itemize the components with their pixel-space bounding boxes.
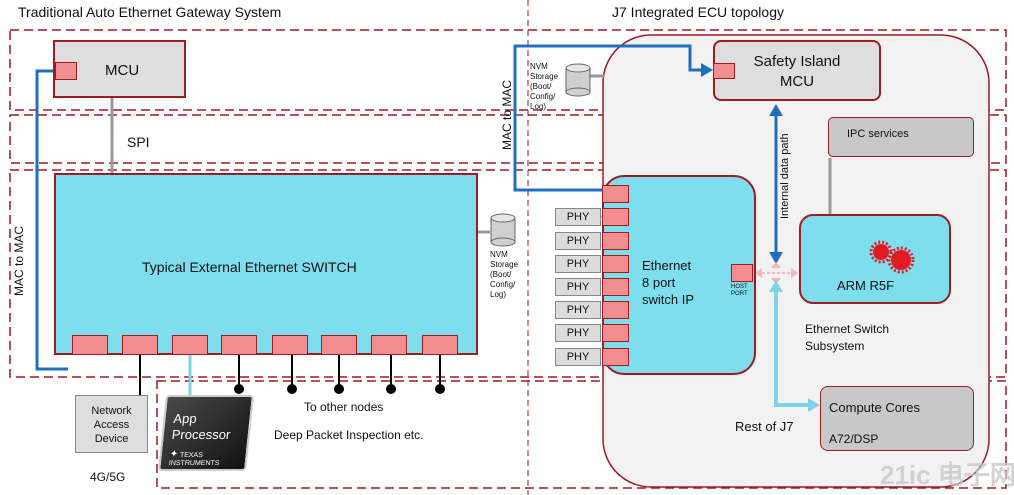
switch-port [272, 335, 308, 355]
core-gear-icon [869, 240, 915, 274]
phy-box: PHY [555, 232, 601, 250]
switch-port [72, 335, 108, 355]
switch-port [221, 335, 257, 355]
left-mcu-box: MCU [53, 40, 186, 98]
switch-port [321, 335, 357, 355]
switch-port [422, 335, 458, 355]
right-mac-path [513, 44, 707, 192]
internal-path-label: Internal data path [779, 133, 791, 219]
external-switch-box: Typical External Ethernet SWITCH [54, 173, 478, 355]
right-title: J7 Integrated ECU topology [612, 4, 784, 20]
switch-port [371, 335, 407, 355]
switch-port [122, 335, 158, 355]
dpi-label: Deep Packet Inspection etc. [274, 428, 424, 442]
ipc-band [9, 114, 1007, 164]
right-nvm-cylinder [565, 63, 591, 97]
left-mac-path [35, 69, 68, 371]
band-label: 4G/5G [90, 470, 126, 484]
compute-path [774, 288, 812, 407]
spi-label: SPI [127, 134, 150, 150]
host-port [731, 264, 753, 282]
switch-ip-port [602, 301, 629, 319]
ipc-services-box: IPC services [828, 117, 974, 157]
mcu-band [9, 29, 1007, 111]
phy-box: PHY [555, 348, 601, 366]
switch-ip-port [602, 185, 629, 203]
switch-ip-port [602, 255, 629, 273]
rest-of-j7-label: Rest of J7 [735, 419, 794, 434]
phy-box: PHY [555, 301, 601, 319]
right-mac-label: MAC to MAC [500, 79, 514, 150]
left-title: Traditional Auto Ethernet Gateway System [18, 4, 282, 20]
left-mcu-label: MCU [105, 62, 140, 79]
switch-ip-port [602, 324, 629, 342]
other-nodes-label: To other nodes [304, 400, 384, 414]
ti-logo: ✦ TEXAS INSTRUMENTS [168, 449, 220, 467]
switch-ip-port [602, 278, 629, 296]
switch-port [172, 335, 208, 355]
compute-band [156, 380, 1007, 489]
phy-box: PHY [555, 278, 601, 296]
left-mcu-port [55, 62, 77, 80]
left-nvm-cylinder [490, 213, 516, 247]
compute-cores-box: Compute Cores A72/DSP [820, 386, 974, 451]
phy-box: PHY [555, 255, 601, 273]
left-mac-label: MAC to MAC [12, 225, 26, 296]
switch-band [9, 169, 1007, 378]
watermark: 21ic 电子网 [880, 460, 1014, 490]
arm-r5f-box: ARM R5F [799, 214, 951, 304]
phy-box: PHY [555, 324, 601, 342]
safety-island-port [713, 63, 735, 79]
switch-ip-port [602, 208, 629, 226]
phy-box: PHY [555, 208, 601, 226]
external-switch-label: Typical External Ethernet SWITCH [142, 259, 357, 275]
switch-ip-port [602, 348, 629, 366]
switch-ip-port [602, 232, 629, 250]
